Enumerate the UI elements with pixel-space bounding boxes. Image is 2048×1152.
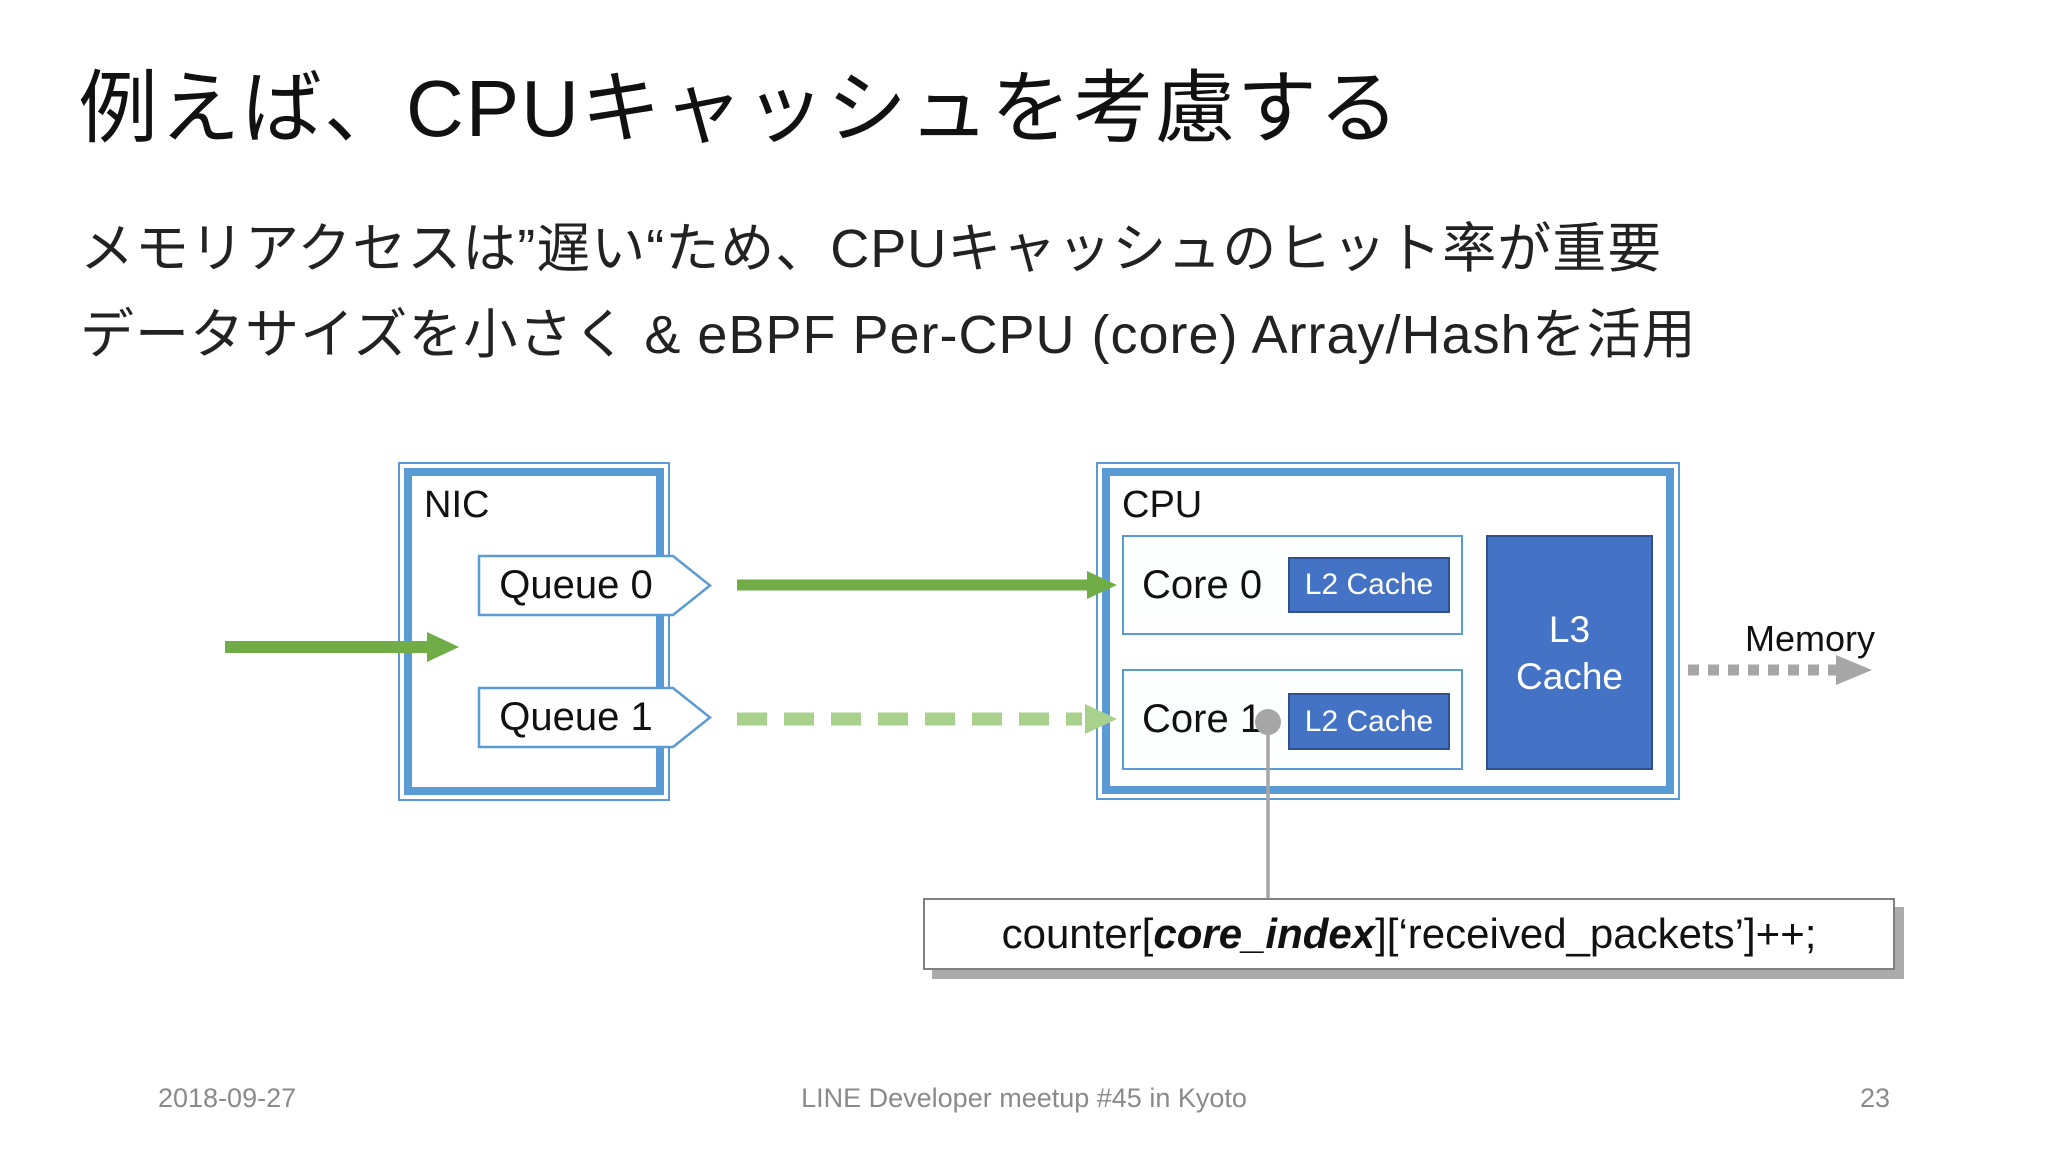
- queue-0-shape: Queue 0: [477, 554, 713, 617]
- queue0-to-core0-arrow-icon: [737, 571, 1117, 599]
- cpu-label: CPU: [1122, 484, 1203, 526]
- ebpf-counter-code-box: counter[core_index][‘received_packets’]+…: [923, 898, 1895, 970]
- core-1-box: Core 1 L2 Cache: [1122, 669, 1463, 770]
- nic-box: NIC: [398, 462, 670, 801]
- queue1-to-core1-dashed-arrow-icon: [737, 704, 1117, 734]
- code-prefix: counter[: [1001, 910, 1154, 957]
- nic-label: NIC: [424, 484, 490, 526]
- core-0-label: Core 0: [1142, 562, 1263, 607]
- slide-subtitle-line-2: データサイズを小さく & eBPF Per-CPU (core) Array/H…: [80, 305, 1697, 365]
- queue-1-pentagon-icon: [477, 686, 713, 749]
- footer-page-number: 23: [1859, 1083, 1890, 1113]
- core-1-label: Core 1: [1142, 697, 1263, 741]
- code-suffix: ][‘received_packets’]++;: [1375, 910, 1817, 957]
- code-core-index: core_index: [1153, 910, 1376, 957]
- slide-title: 例えば、CPUキャッシュを考慮する: [78, 64, 1401, 153]
- l3-cache-label-line-2: Cache: [1516, 655, 1623, 697]
- core-0-l2-cache-box: L2 Cache: [1288, 557, 1450, 613]
- queue-1-label: Queue 1: [499, 695, 653, 739]
- slide-subtitle-line-1: メモリアクセスは”遅い“ため、CPUキャッシュのヒット率が重要: [80, 219, 1663, 279]
- core-0-box: Core 0 L2 Cache: [1122, 535, 1463, 635]
- l3-cache-box: L3 Cache: [1486, 535, 1653, 770]
- core-1-l2-cache-box: L2 Cache: [1288, 693, 1450, 750]
- queue-0-pentagon-icon: [477, 554, 713, 617]
- footer-date: 2018-09-27: [158, 1083, 297, 1113]
- queue-0-label: Queue 0: [499, 563, 653, 607]
- l3-cache-label-line-1: L3: [1548, 608, 1591, 650]
- queue-1-shape: Queue 1: [477, 686, 713, 749]
- memory-label: Memory: [1744, 618, 1875, 659]
- footer-event-name: LINE Developer meetup #45 in Kyoto: [801, 1083, 1247, 1113]
